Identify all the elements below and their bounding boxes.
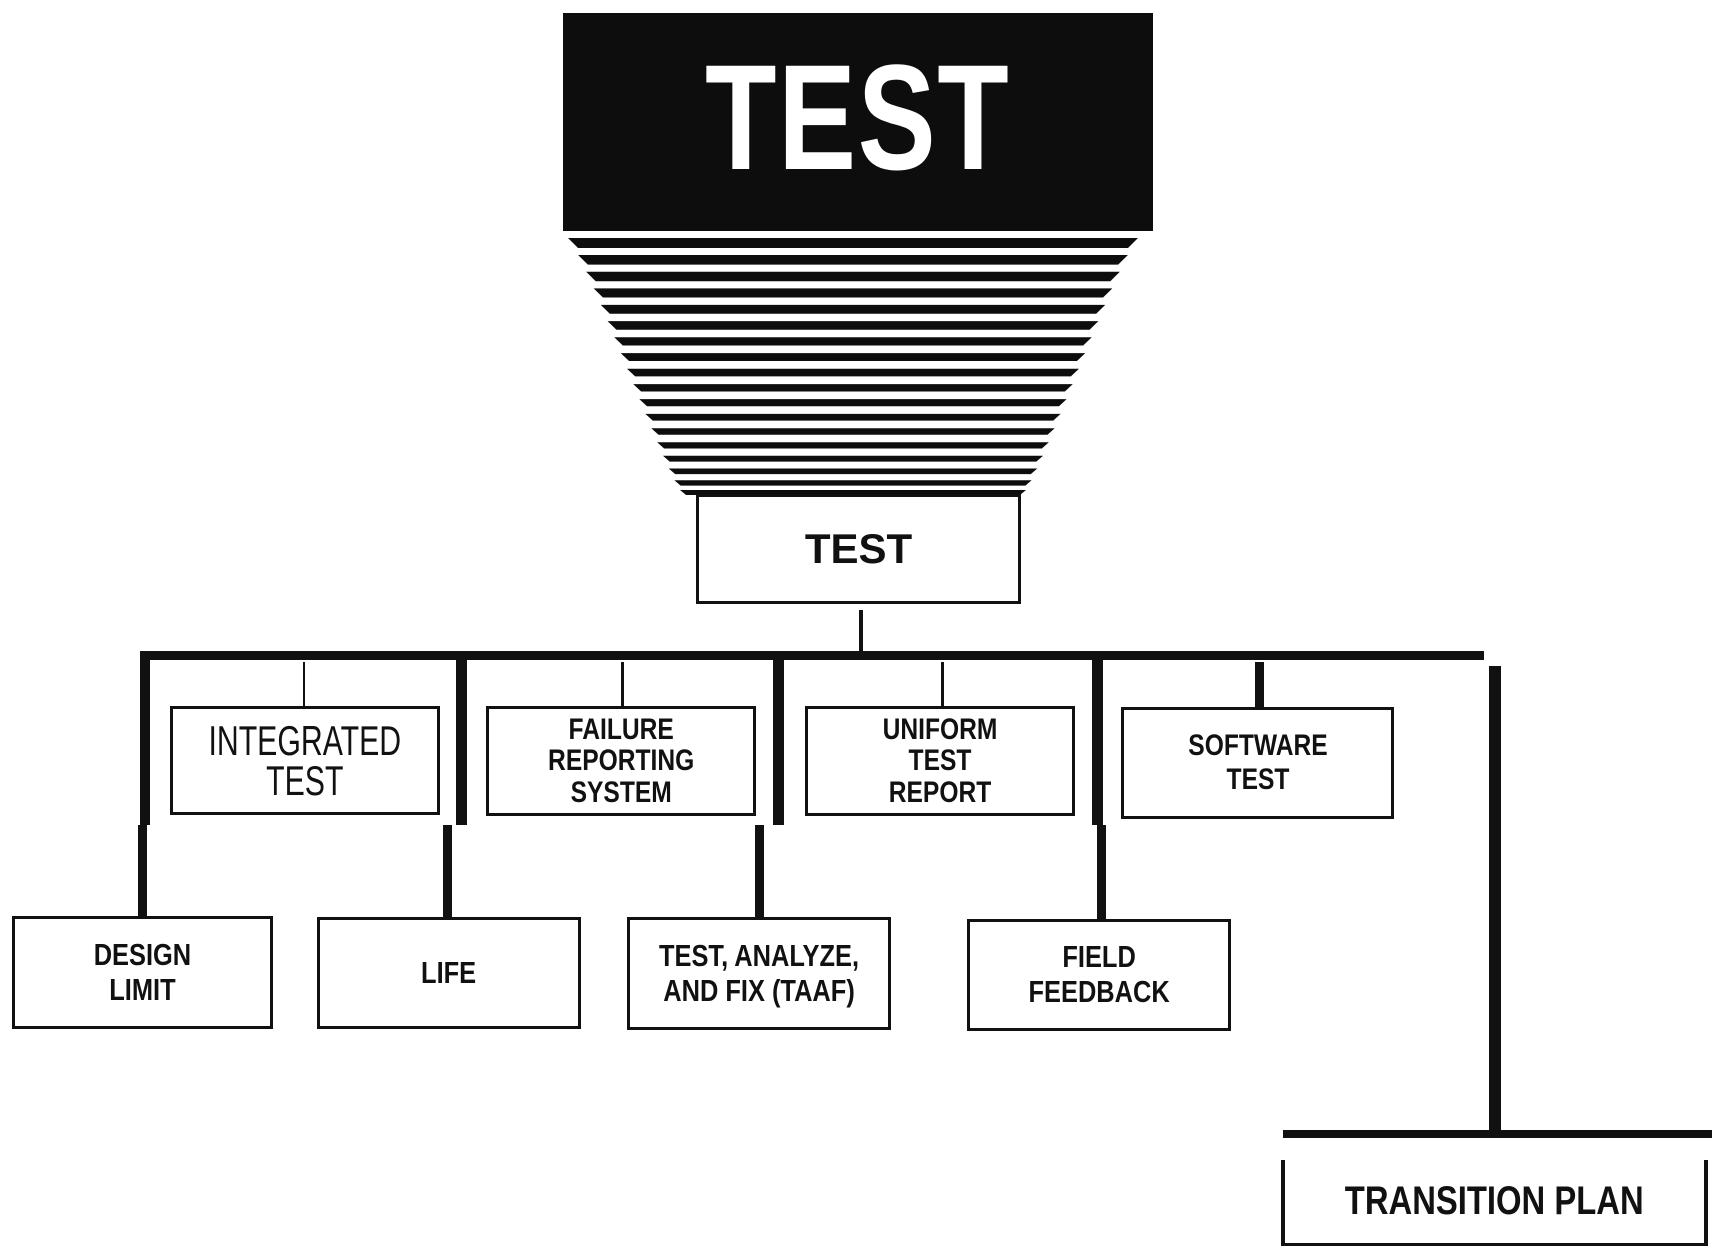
child-label-software-test: SOFTWARE TEST <box>1187 729 1328 796</box>
funnel-stripe <box>680 490 1026 495</box>
tick-uniform <box>941 662 944 708</box>
child-box-uniform-test-report: UNIFORM TEST REPORT <box>805 706 1075 816</box>
banner-title: TEST <box>705 33 1011 201</box>
child-box-failure-reporting: FAILURE REPORTING SYSTEM <box>486 706 756 816</box>
funnel-stripe <box>668 468 1038 475</box>
stub-life <box>443 825 452 921</box>
root-test-box: TEST <box>696 494 1021 604</box>
bus-drop-taaf <box>773 651 784 825</box>
funnel-stripe <box>568 238 1138 248</box>
child-label-failure-reporting: FAILURE REPORTING SYSTEM <box>547 712 695 809</box>
funnel-stripe <box>614 337 1092 346</box>
funnel-stripe <box>662 455 1044 462</box>
funnel-stripe <box>586 271 1120 282</box>
funnel-stripe <box>639 399 1067 407</box>
main-bus <box>142 651 1484 660</box>
transition-plan-label: TRANSITION PLAN <box>1345 1179 1644 1224</box>
funnel-stripe <box>657 442 1049 449</box>
sub-box-taaf: TEST, ANALYZE, AND FIX (TAAF) <box>627 917 891 1030</box>
root-test-label: TEST <box>804 525 913 573</box>
sub-label-taaf: TEST, ANALYZE, AND FIX (TAAF) <box>658 937 860 1008</box>
transition-plan-box: TRANSITION PLAN <box>1281 1160 1708 1246</box>
bus-drop-life <box>456 651 467 825</box>
funnel-stripe <box>633 384 1073 392</box>
bus-drop-field <box>1092 651 1103 825</box>
funnel-stripe <box>651 428 1055 435</box>
funnel-stripe <box>593 288 1113 298</box>
tick-failure <box>621 662 624 708</box>
funnel-stripe <box>620 353 1086 362</box>
funnel-stripe <box>645 413 1061 421</box>
sub-box-design-limit: DESIGN LIMIT <box>12 916 273 1029</box>
sub-label-design-limit: DESIGN LIMIT <box>93 936 192 1007</box>
funnel-stripe <box>627 368 1079 377</box>
bus-drop-transition <box>1489 666 1501 1133</box>
tick-integrated <box>303 662 305 708</box>
funnel-stripe <box>600 304 1106 314</box>
sub-label-field-feedback: FIELD FEEDBACK <box>1028 939 1170 1009</box>
funnel-stripe <box>674 480 1032 486</box>
tick-software <box>1255 662 1264 708</box>
child-box-integrated-test: INTEGRATED TEST <box>170 706 440 815</box>
stub-taaf <box>755 825 764 921</box>
child-label-integrated-test: INTEGRATED TEST <box>208 716 402 804</box>
stub-field <box>1097 825 1106 921</box>
transition-bar <box>1283 1130 1712 1138</box>
funnel-stripe <box>607 321 1099 330</box>
sub-box-field-feedback: FIELD FEEDBACK <box>967 919 1231 1031</box>
banner: TEST <box>563 13 1153 231</box>
stub-design <box>138 825 147 921</box>
funnel-stripe <box>578 254 1128 265</box>
sub-label-life: LIFE <box>421 954 477 990</box>
child-label-uniform-test-report: UNIFORM TEST REPORT <box>882 712 998 809</box>
child-box-software-test: SOFTWARE TEST <box>1121 707 1394 819</box>
bus-drop-design <box>140 651 150 825</box>
sub-box-life: LIFE <box>317 917 581 1029</box>
root-connector <box>859 610 863 652</box>
